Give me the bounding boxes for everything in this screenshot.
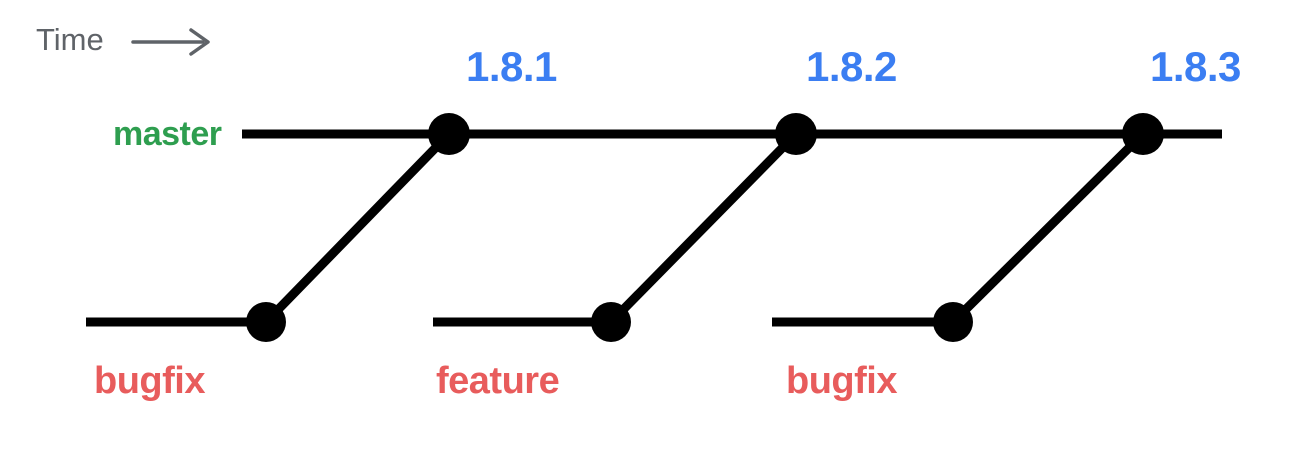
commit-node-bugfix2 (933, 302, 973, 342)
branch-label-bugfix1: bugfix (94, 360, 205, 402)
commit-node-183 (1122, 113, 1164, 155)
merge-line-feature-to-182 (607, 130, 800, 326)
commit-node-feature (591, 302, 631, 342)
branch-label-bugfix2: bugfix (786, 360, 897, 402)
merge-line-bugfix1-to-181 (262, 130, 453, 326)
release-tag-182: 1.8.2 (806, 43, 897, 90)
time-axis-label: Time (36, 22, 104, 57)
master-branch-label: master (113, 115, 222, 153)
merge-line-bugfix2-to-183 (949, 130, 1147, 326)
time-arrow-icon (131, 28, 210, 56)
commit-node-bugfix1 (246, 302, 286, 342)
release-tag-181: 1.8.1 (466, 43, 557, 90)
branch-label-feature: feature (436, 360, 560, 402)
release-tag-183: 1.8.3 (1150, 43, 1241, 90)
commit-node-182 (775, 113, 817, 155)
commit-node-181 (428, 113, 470, 155)
